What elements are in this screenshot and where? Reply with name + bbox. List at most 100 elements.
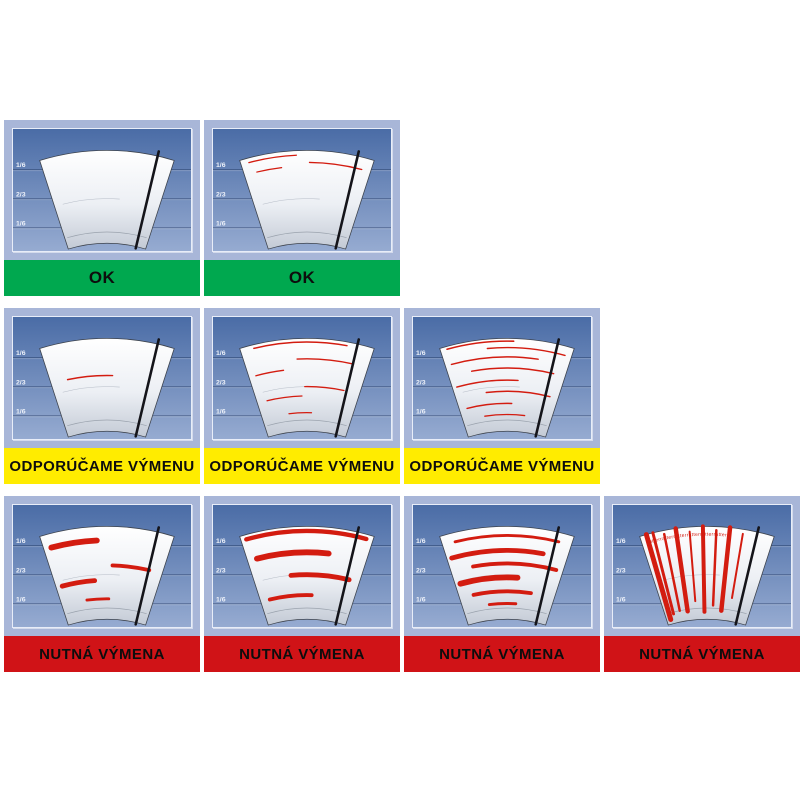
wiper-illustration-svg: 1/6 2/3 1/6 [413,317,591,439]
scale-label: 1/6 [16,538,26,545]
wear-streak-vertical [673,526,690,614]
wiper-cell-many-streaks: 1/6 2/3 1/6 ODPORÚČAME VÝMENU [404,308,600,484]
status-label: OK [204,260,400,296]
status-label: ODPORÚČAME VÝMENU [404,448,600,484]
status-label: OK [4,260,200,296]
wiper-illustration-svg: 1/62/31/6 [13,505,191,627]
wiper-illustration: 1/6 2/3 1/6 [412,316,592,440]
wear-streak [244,528,369,542]
wiper-blade [334,338,361,438]
status-label: NUTNÁ VÝMENA [204,636,400,672]
scale-label: 2/3 [416,379,426,386]
wear-streak [470,367,555,375]
wiper-illustration: 1/6 2/3 1/6 [212,316,392,440]
wiper-illustration: 1/6 2/3 1/6 [12,316,192,440]
scale-label: 1/6 [16,350,26,357]
scale-label: 1/6 [416,350,426,357]
wear-streak [296,358,355,365]
wear-streak [85,597,111,602]
wear-streak [255,369,285,377]
status-label: NUTNÁ VÝMENA [604,636,800,672]
wiper-blade [334,150,361,250]
wear-streak [449,548,546,561]
wiper-blade [134,338,161,438]
wiper-graphic-panel: 1/6 2/3 1/6 [4,308,200,448]
wear-streak [466,402,513,410]
wiper-blade [134,150,161,250]
scale-label: 1/6 [616,538,626,545]
wear-streak [248,154,297,164]
sweep-faint-line [62,574,120,581]
scale-label: 2/3 [216,191,226,198]
scale-label: 1/6 [216,596,226,603]
scale-label: 1/6 [216,408,226,415]
wiper-illustration-svg: 1/6 2/3 1/6 [13,317,191,439]
wear-streak [288,412,313,415]
wiper-illustration-svg: 1/62/31/6ratterratterratterratterratterr… [613,505,791,627]
wear-streak [484,413,526,417]
wear-streak [456,379,519,388]
wiper-illustration-svg: 1/62/31/6 [213,129,391,251]
wear-streak [266,395,303,402]
wear-streak [48,537,100,551]
scale-label: 1/6 [416,596,426,603]
wiper-graphic-panel: 1/6 2/3 1/6 [204,496,400,636]
scale-label: 2/3 [16,379,26,386]
wear-streak-vertical [643,532,674,622]
condition-row-replacement-recommended: 1/6 2/3 1/6 ODPORÚČAME VÝMENU 1/6 2/3 1/6 OD… [4,308,600,484]
wear-streak [66,374,114,381]
wear-streak [253,341,348,350]
wiper-blade [534,338,561,438]
wear-streak [487,602,518,606]
wear-streak-vertical [700,524,707,614]
sweep-faint-line [262,198,320,205]
wear-streak [304,385,345,392]
scale-label: 2/3 [216,567,226,574]
wiper-blade [534,526,561,626]
scale-label: 1/6 [16,162,26,169]
sweep-faint-line [62,386,120,393]
scale-label: 1/6 [16,408,26,415]
wiper-illustration-svg: 1/62/31/6 [413,505,591,627]
wiper-graphic-panel: 1/6 2/3 1/6 [204,308,400,448]
scale-label: 2/3 [216,379,226,386]
wear-streak [486,346,566,357]
wiper-illustration-svg: 1/6 2/3 1/6 [213,317,391,439]
wear-streak-vertical [730,532,744,600]
wear-streak-vertical [651,531,676,616]
scale-label: 1/6 [416,538,426,545]
wear-streak [457,574,521,587]
wear-streak [453,534,561,544]
wear-streak [267,593,314,602]
status-label: NUTNÁ VÝMENA [404,636,600,672]
wiper-blade [334,526,361,626]
wiper-illustration-svg: 1/6 2/3 1/6 [213,505,391,627]
wiper-illustration-svg: 1/62/31/6 [13,129,191,251]
scale-label: 1/6 [216,350,226,357]
scale-label: 1/6 [416,408,426,415]
wear-streak-vertical [688,530,697,603]
scale-label: 1/6 [16,596,26,603]
sweep-faint-line [462,386,520,393]
scale-label: 1/6 [216,220,226,227]
wiper-graphic-panel: 1/6 2/3 1/6 [404,308,600,448]
scale-label: 1/6 [216,538,226,545]
